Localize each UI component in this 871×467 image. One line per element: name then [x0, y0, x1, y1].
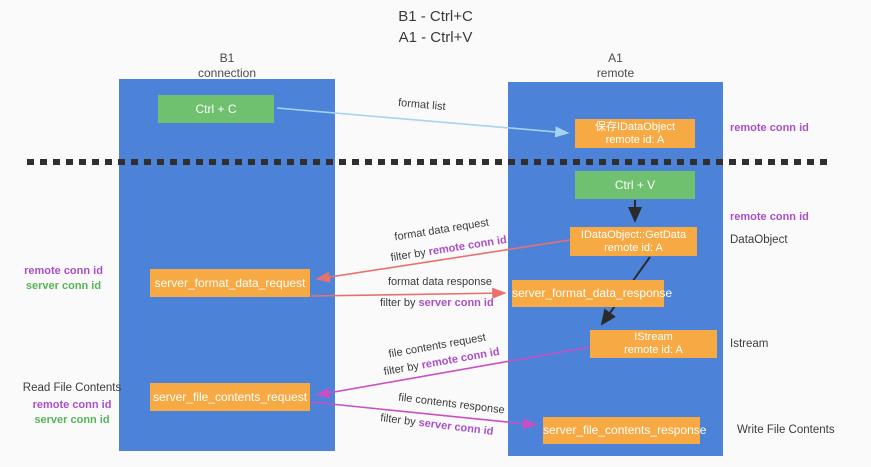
save-idataobject-box: 保存IDataObject remote id: A	[575, 119, 695, 148]
istream-side-label: Istream	[730, 338, 769, 350]
server-format-data-response-box: server_format_data_response	[512, 280, 673, 307]
filter-prefix: filter by	[389, 246, 430, 265]
filter-prefix: filter by	[380, 297, 419, 309]
title-line-1: B1 - Ctrl+C	[398, 8, 473, 25]
filter-prefix: filter by	[382, 359, 423, 379]
server-file-contents-response-label: server_file_contents_response	[543, 423, 707, 437]
server-format-data-request-box: server_format_data_request	[150, 269, 310, 297]
ctrl-c-box: Ctrl + C	[158, 95, 274, 123]
format-list-label: format list	[397, 96, 447, 114]
ctrl-v-label: Ctrl + V	[614, 177, 656, 192]
ctrl-v-box: Ctrl + V	[575, 171, 695, 199]
format-data-response-label: format data response	[388, 276, 492, 288]
read-file-contents-label: Read File Contents	[22, 382, 122, 394]
filter-by-server-conn-id-label-2: filter by server conn id	[380, 412, 494, 438]
left-column-name: B1	[219, 51, 235, 65]
left-column-header: B1 connection	[119, 51, 335, 81]
left-conn-id-block-top: remote conn id server conn id	[16, 264, 111, 294]
server-conn-id-text: server conn id	[417, 416, 495, 438]
filter-by-server-conn-id-label-1: filter by server conn id	[380, 297, 494, 309]
remote-conn-id-left-top: remote conn id	[24, 265, 103, 277]
server-format-data-response-label: server_format_data_response	[512, 286, 673, 300]
save-idataobject-line2: remote id: A	[605, 133, 665, 146]
server-conn-id-left-bottom: server conn id	[34, 414, 110, 426]
left-column-role: connection	[197, 66, 257, 80]
remote-conn-id-text: remote conn id	[427, 233, 508, 259]
getdata-box: IDataObject::GetData remote id: A	[570, 227, 697, 256]
server-file-contents-request-label: server_file_contents_request	[152, 389, 308, 404]
filter-prefix: filter by	[379, 412, 420, 429]
ctrl-c-label: Ctrl + C	[195, 101, 237, 116]
left-conn-id-block-bottom: Read File Contents remote conn id server…	[16, 381, 128, 428]
file-contents-response-label: file contents response	[397, 391, 506, 417]
session-separator-dashed-line	[27, 159, 833, 165]
istream-line2: remote id: A	[624, 344, 683, 356]
remote-conn-id-right-mid: remote conn id	[730, 211, 809, 223]
istream-line1: IStream	[634, 331, 673, 343]
server-conn-id-left-top: server conn id	[25, 280, 102, 292]
server-file-contents-response-box: server_file_contents_response	[543, 417, 707, 444]
diagram-title: B1 - Ctrl+C A1 - Ctrl+V	[0, 6, 871, 48]
save-idataobject-line1: 保存IDataObject	[594, 120, 676, 133]
istream-box: IStream remote id: A	[590, 330, 717, 358]
dataobject-label: DataObject	[730, 234, 788, 246]
right-column-role: remote	[596, 66, 635, 80]
server-conn-id-text: server conn id	[418, 297, 494, 309]
server-format-data-request-label: server_format_data_request	[154, 275, 306, 290]
remote-conn-id-right-top: remote conn id	[730, 122, 809, 134]
remote-conn-id-left-bottom: remote conn id	[32, 399, 112, 411]
format-data-response-arrow	[310, 287, 507, 299]
right-column-header: A1 remote	[508, 51, 723, 81]
getdata-line2: remote id: A	[604, 241, 663, 254]
right-column-name: A1	[608, 51, 623, 65]
server-file-contents-request-box: server_file_contents_request	[150, 383, 310, 411]
title-line-2: A1 - Ctrl+V	[398, 29, 473, 46]
getdata-line1: IDataObject::GetData	[580, 228, 687, 241]
write-file-contents-label: Write File Contents	[737, 424, 835, 436]
